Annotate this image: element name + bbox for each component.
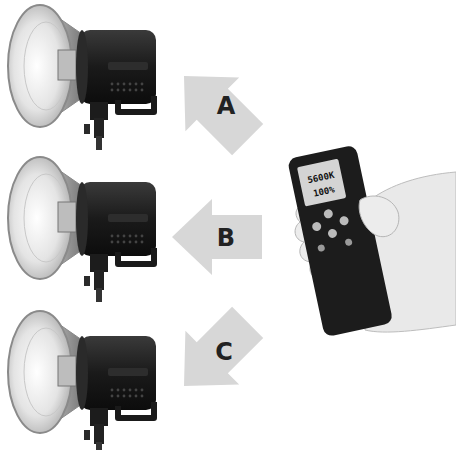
studio-light <box>8 5 156 150</box>
callout-letter: A <box>217 94 236 118</box>
remote-control <box>287 145 393 338</box>
callout-letter: C <box>215 340 233 364</box>
signal-arrow <box>157 49 274 166</box>
studio-light <box>8 157 156 302</box>
studio-light <box>8 311 156 450</box>
thumb <box>359 196 399 237</box>
signal-arrow <box>157 295 274 412</box>
callout-letter: B <box>217 226 235 250</box>
signal-arrow <box>172 199 262 275</box>
